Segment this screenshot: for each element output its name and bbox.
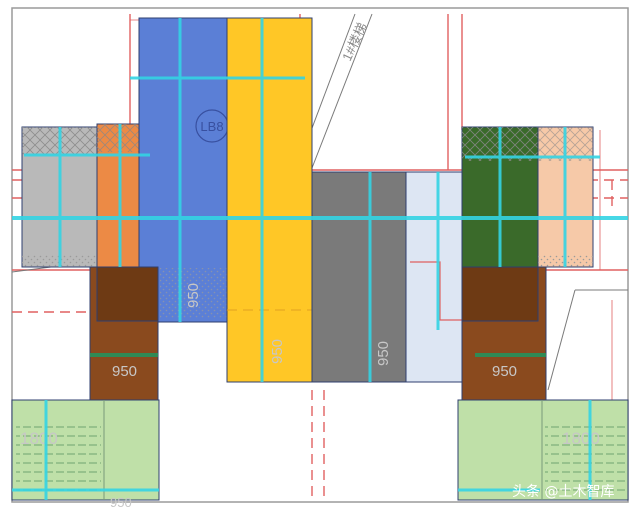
dim-label-blue: 950: [185, 283, 202, 308]
dim-label-grey: 950: [375, 341, 392, 366]
watermark: 头条 @土木智库: [512, 483, 614, 500]
dim-label-yellow: 950: [269, 339, 286, 364]
dim-label-left-footing: 1800: [20, 429, 58, 448]
cyan-rebar-lines: [12, 18, 628, 500]
right-green-footing: 1800: [457, 399, 629, 501]
left-brown-column: 950: [89, 266, 159, 401]
dark-grey-member: 950: [311, 171, 407, 383]
dim-label-bottom-left: 950: [110, 495, 132, 510]
dim-label-right-footing: 1800: [562, 429, 600, 448]
dim-label-left-brown: 950: [112, 363, 137, 380]
right-brown-column: 950: [461, 266, 547, 401]
yellow-beam: 950: [226, 17, 313, 383]
left-green-footing: 1800 950: [11, 399, 160, 510]
beam-tag: LB8: [200, 119, 223, 134]
pale-blue-member: [405, 171, 463, 383]
dim-label-right-brown: 950: [492, 363, 517, 380]
